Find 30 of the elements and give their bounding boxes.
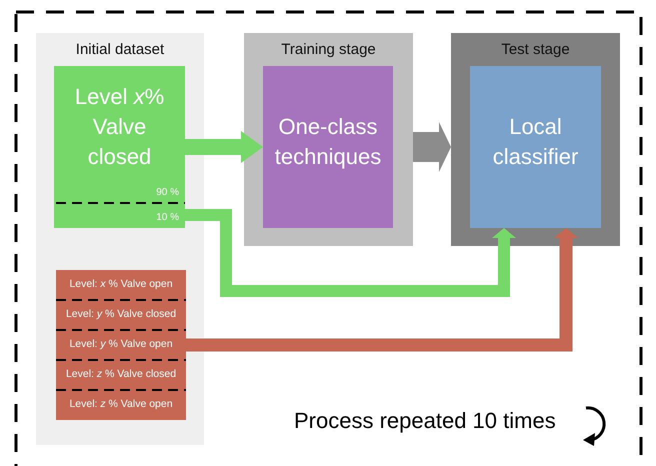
stage-panel (36, 33, 204, 445)
percentage-label: 10 % (156, 212, 179, 223)
stage-panel (451, 33, 620, 246)
panel-title: Training stage (281, 41, 376, 58)
data-row (56, 360, 186, 390)
percentage-label: 90 % (156, 187, 179, 198)
row-label: Level: z % Valve open (69, 398, 173, 410)
panel-title: Test stage (501, 41, 570, 58)
data-row (56, 330, 186, 360)
process-box (263, 66, 393, 228)
data-block (54, 66, 185, 203)
row-label: Level: x % Valve open (69, 278, 173, 290)
block-label: Level x% Valve closed (74, 83, 166, 171)
data-row (56, 300, 186, 330)
row-label: Level: z % Valve closed (66, 368, 176, 380)
arrow (185, 131, 263, 163)
panel-title: Initial dataset (76, 41, 164, 58)
arrow (413, 122, 451, 172)
row-label: Level: y % Valve open (69, 338, 173, 350)
arrow (186, 228, 578, 352)
process-box (470, 66, 601, 228)
note-text: Process repeated 10 times (294, 408, 556, 434)
process-label: Local classifier (492, 113, 580, 171)
data-block (54, 203, 185, 228)
row-label: Level: y % Valve closed (66, 308, 176, 320)
process-label: One-class techniques (274, 113, 382, 171)
arrow (185, 209, 516, 297)
stage-panel (244, 33, 413, 246)
data-row (56, 390, 186, 420)
data-row (56, 270, 186, 300)
